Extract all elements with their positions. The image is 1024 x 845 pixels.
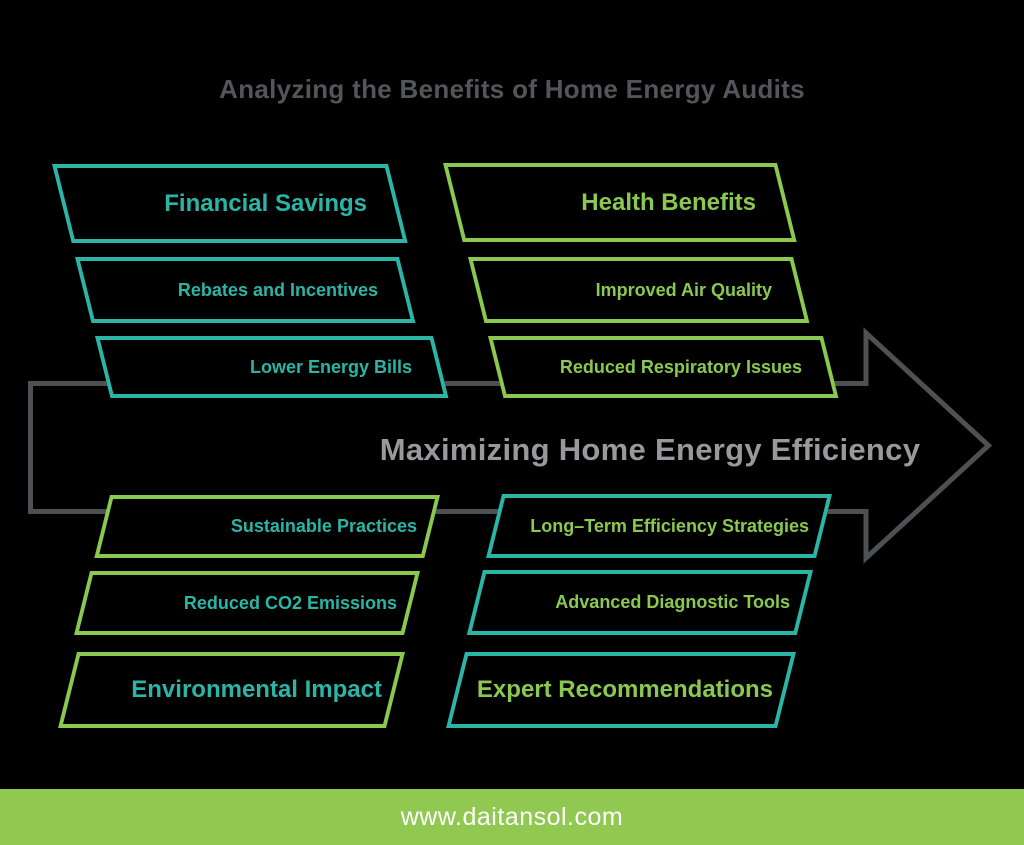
benefit-box-reduced-co2-emissions: Reduced CO2 Emissions	[74, 571, 421, 635]
box-item: Advanced Diagnostic Tools	[555, 592, 791, 612]
footer-banner: www.daitansol.com	[0, 789, 1024, 845]
arrow-label: Maximizing Home Energy Efficiency	[379, 432, 921, 467]
benefit-box-lower-energy-bills: Lower Energy Bills	[95, 336, 449, 398]
benefit-box-financial-savings: Financial Savings	[52, 164, 408, 243]
box-title: Expert Recommendations	[476, 676, 774, 704]
benefit-box-environmental-impact: Environmental Impact	[58, 652, 405, 728]
benefit-box-reduced-respiratory-issues: Reduced Respiratory Issues	[488, 336, 839, 398]
page-title: Analyzing the Benefits of Home Energy Au…	[219, 74, 805, 104]
box-item: Sustainable Practices	[230, 516, 418, 536]
box-item: Long–Term Efficiency Strategies	[530, 515, 810, 536]
benefit-box-advanced-diagnostic-tools: Advanced Diagnostic Tools	[466, 570, 813, 635]
box-item: Reduced CO2 Emissions	[183, 592, 398, 613]
website-text: www.daitansol.com	[400, 802, 624, 831]
benefit-box-long-term-efficiency-strategies: Long–Term Efficiency Strategies	[486, 494, 832, 558]
benefit-box-expert-recommendations: Expert Recommendations	[446, 652, 796, 728]
box-item: Improved Air Quality	[595, 279, 772, 300]
box-title: Financial Savings	[164, 189, 367, 217]
box-item: Rebates and Incentives	[177, 279, 378, 300]
box-item: Reduced Respiratory Issues	[559, 356, 802, 377]
benefit-box-health-benefits: Health Benefits	[443, 163, 797, 242]
benefit-box-sustainable-practices: Sustainable Practices	[94, 495, 441, 558]
box-title: Health Benefits	[581, 188, 756, 216]
benefit-box-rebates-incentives: Rebates and Incentives	[75, 257, 416, 323]
box-title: Environmental Impact	[131, 676, 383, 704]
benefit-box-improved-air-quality: Improved Air Quality	[468, 257, 810, 323]
box-item: Lower Energy Bills	[249, 356, 412, 377]
